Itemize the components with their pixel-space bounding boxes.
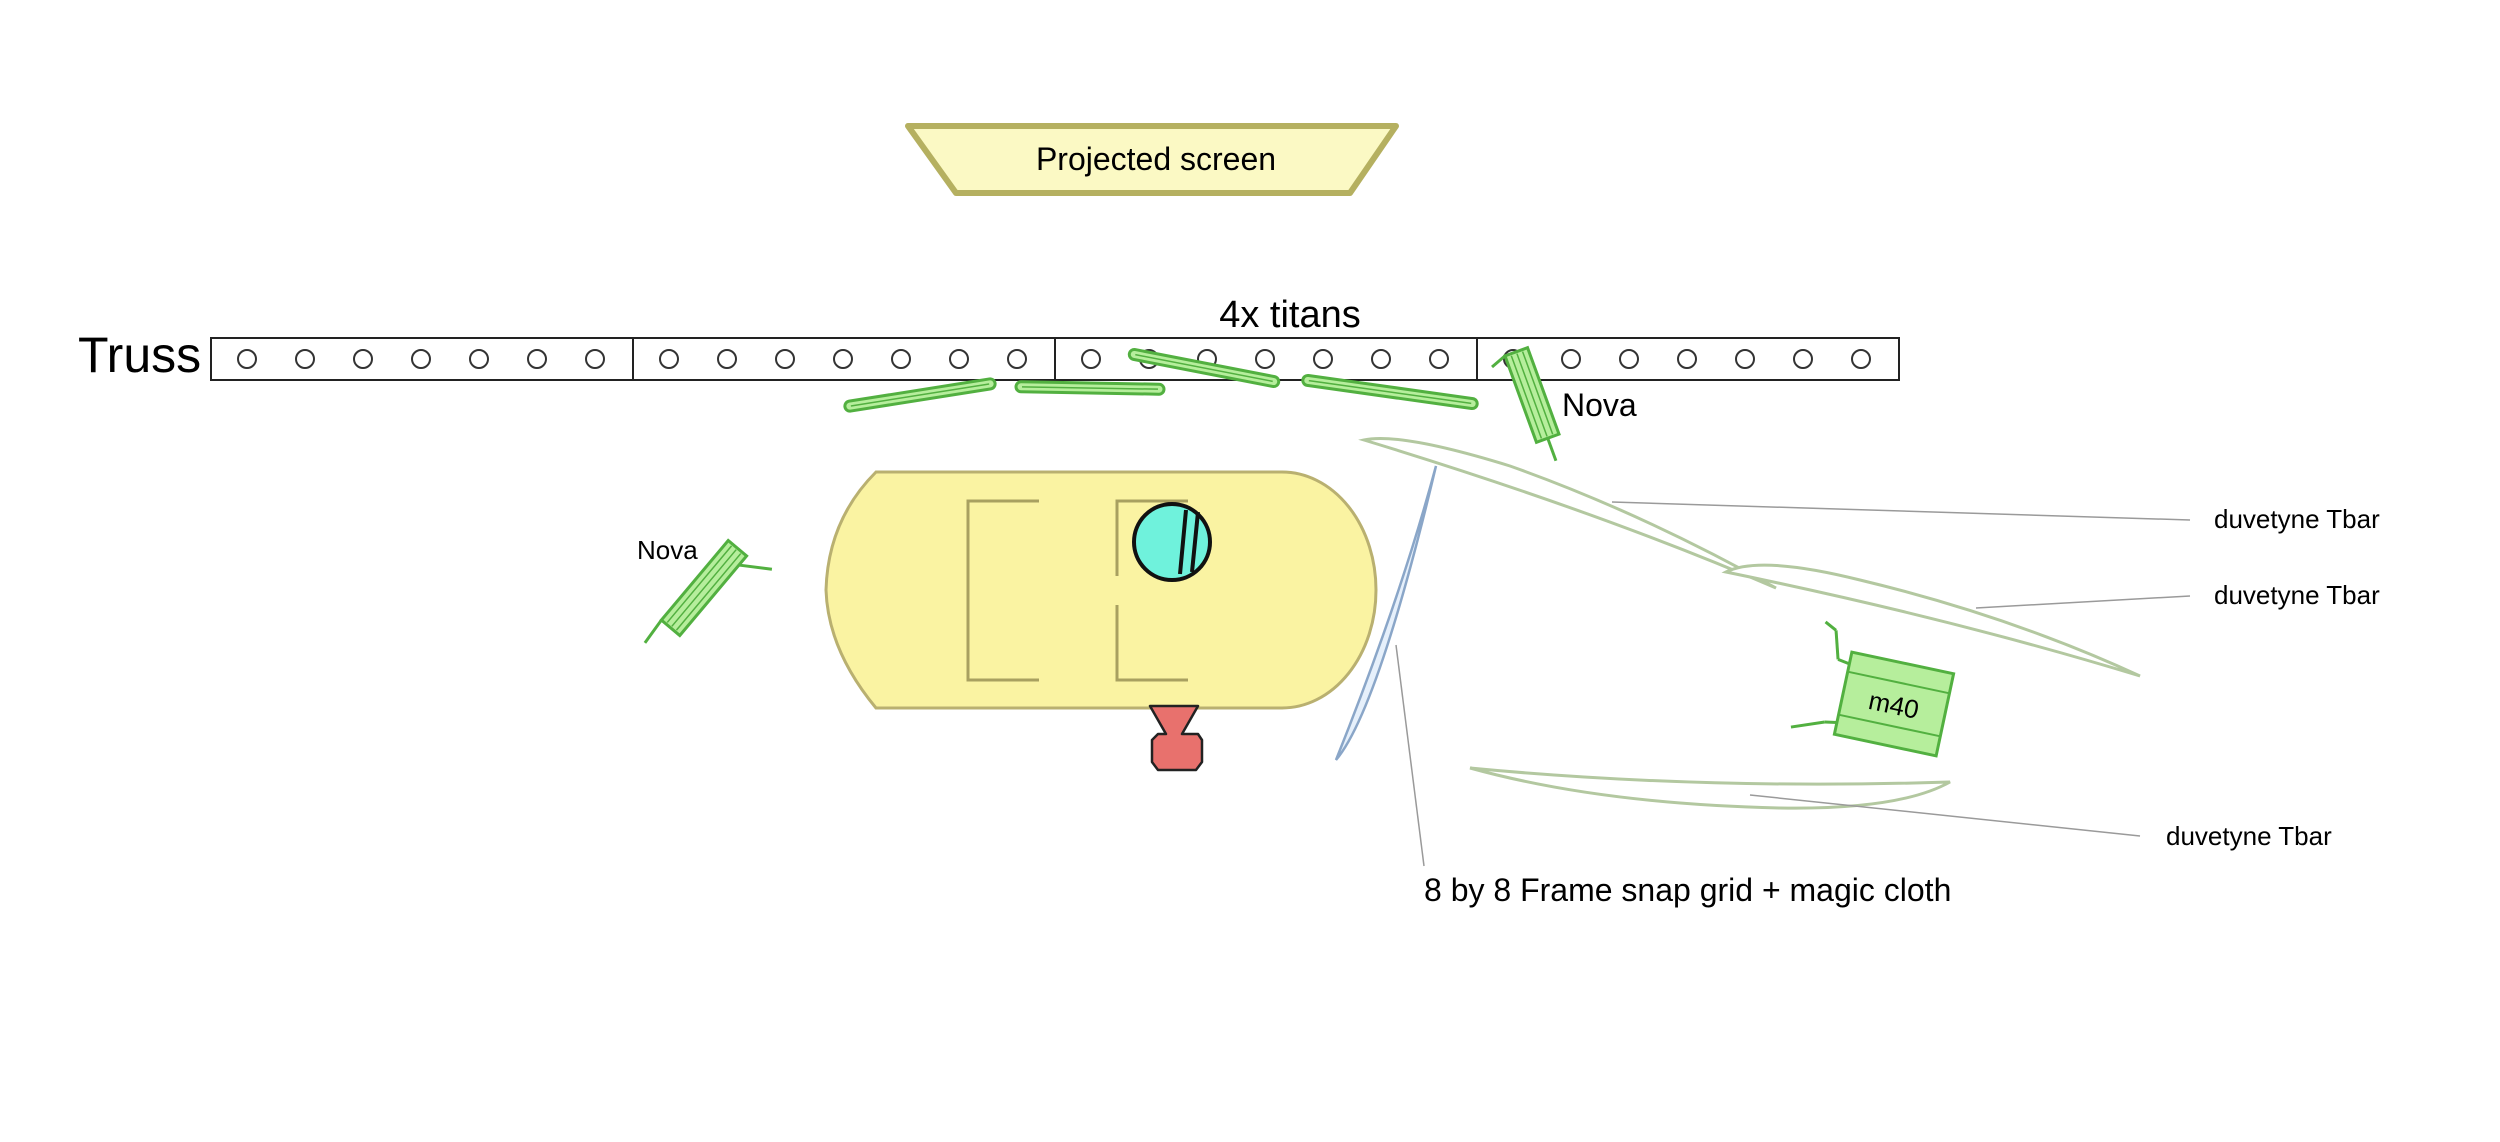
nova-top-label: Nova (1562, 387, 1637, 423)
truss-hole (891, 349, 911, 369)
truss-hole (1851, 349, 1871, 369)
titan-tubes (843, 347, 1479, 413)
truss-hole (775, 349, 795, 369)
titan-tube (1301, 373, 1479, 411)
chair-right-bottom (1115, 605, 1188, 682)
truss-hole (469, 349, 489, 369)
duvetyne-label-1: duvetyne Tbar (2214, 504, 2380, 534)
truss-hole (1371, 349, 1391, 369)
truss-hole (585, 349, 605, 369)
table (824, 470, 1378, 710)
titans-label: 4x titans (1219, 294, 1361, 336)
subject-icon (1132, 502, 1212, 582)
truss-hole (1793, 349, 1813, 369)
truss-hole (1619, 349, 1639, 369)
duvetyne-tbars (1358, 437, 2141, 810)
truss-hole (1081, 349, 1101, 369)
camera-icon (1148, 704, 1204, 772)
projected-screen-label: Projected screen (1036, 141, 1276, 177)
truss-hole (1313, 349, 1333, 369)
m40-light: m40 (1790, 620, 1956, 758)
truss-hole (1561, 349, 1581, 369)
frame-snap-grid (1334, 465, 1438, 761)
truss-hole (295, 349, 315, 369)
titan-tube (843, 377, 997, 413)
truss-hole (353, 349, 373, 369)
truss-hole (833, 349, 853, 369)
chair-right-top (1115, 499, 1188, 576)
truss-hole (949, 349, 969, 369)
projected-screen: Projected screen (905, 123, 1399, 196)
duvetyne-tbar-1 (1358, 437, 1777, 590)
truss-hole (1735, 349, 1755, 369)
truss-hole (1007, 349, 1027, 369)
nova-light-top (1491, 345, 1561, 462)
titan-tube (1014, 380, 1166, 396)
duvetyne-label-2: duvetyne Tbar (2214, 580, 2380, 610)
chair-left (966, 499, 1039, 682)
nova-light-left (643, 538, 773, 644)
truss-hole (527, 349, 547, 369)
titan-tube (1127, 347, 1281, 389)
truss-hole (237, 349, 257, 369)
frame-label: 8 by 8 Frame snap grid + magic cloth (1424, 872, 1951, 908)
truss-hole (1429, 349, 1449, 369)
truss-hole (1677, 349, 1697, 369)
leader-lines (1395, 501, 2191, 867)
duvetyne-tbar-2 (1721, 563, 2141, 678)
truss-label: Truss (78, 327, 201, 383)
truss-hole (717, 349, 737, 369)
duvetyne-label-3: duvetyne Tbar (2166, 821, 2332, 851)
truss-hole (659, 349, 679, 369)
truss-hole (1255, 349, 1275, 369)
truss-hole (411, 349, 431, 369)
truss (210, 337, 1900, 381)
nova-left-label: Nova (637, 535, 698, 565)
duvetyne-tbar-3 (1469, 766, 1951, 810)
